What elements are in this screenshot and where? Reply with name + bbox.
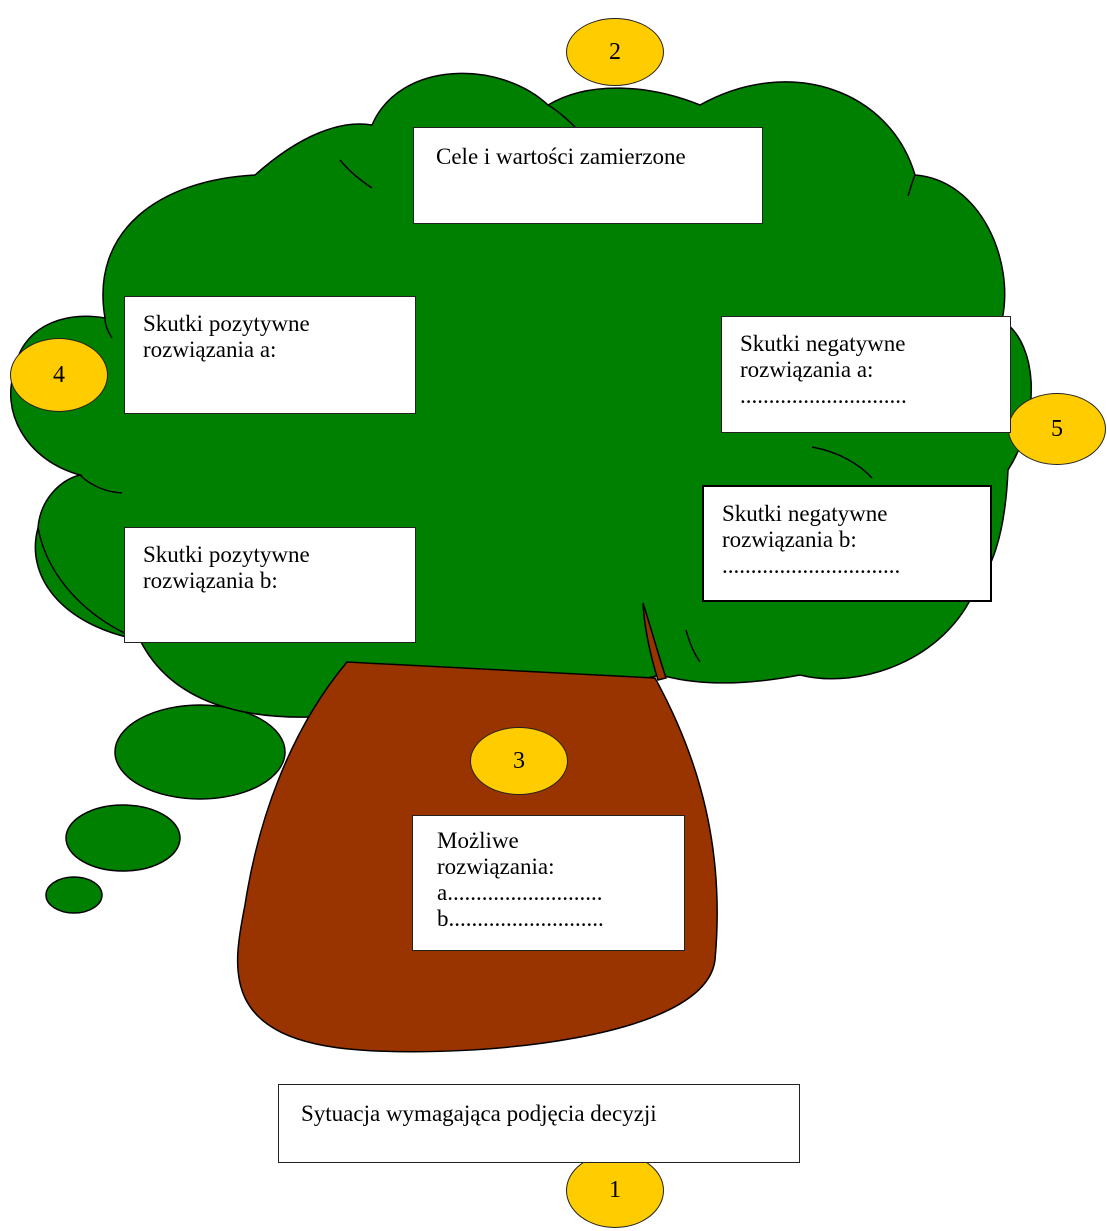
negative-effects-a-line-2: rozwiązania a: (740, 357, 874, 382)
badge-3: 3 (470, 727, 568, 795)
badge-1: 1 (566, 1153, 664, 1228)
possible-solutions-box: Możliwe rozwiązania: a..................… (412, 815, 685, 951)
negative-effects-a-box: Skutki negatywne rozwiązania a: ........… (721, 316, 1011, 433)
thought-bubble-medium (65, 804, 181, 872)
thought-bubble-small (45, 876, 103, 914)
foliage-contour-lower-left (37, 527, 141, 641)
positive-effects-b-line-2: rozwiązania b: (143, 568, 278, 593)
positive-effects-b-line-1: Skutki pozytywne (143, 542, 310, 567)
foliage-contour-left (104, 317, 113, 339)
situation-text: Sytuacja wymagająca podjęcia decyzji (301, 1101, 657, 1126)
thought-bubble-large (114, 704, 286, 800)
goals-box: Cele i wartości zamierzone (413, 127, 763, 224)
positive-effects-a-line-1: Skutki pozytywne (143, 311, 310, 336)
negative-effects-b-line-1: Skutki negatywne (722, 501, 888, 526)
positive-effects-a-box: Skutki pozytywne rozwiązania a: (124, 296, 416, 414)
positive-effects-b-box: Skutki pozytywne rozwiązania b: (124, 527, 416, 643)
foliage-contour-lower-right (685, 629, 701, 663)
foliage-contour-right-top (907, 174, 916, 197)
foliage-contour-left-mid (79, 474, 123, 494)
negative-effects-b-line-3: ............................... (722, 553, 901, 578)
positive-effects-a-line-2: rozwiązania a: (143, 337, 277, 362)
possible-solutions-line-b: b........................... (437, 906, 604, 931)
foliage-contour-right-mid (811, 446, 873, 479)
badge-4: 4 (10, 338, 108, 412)
negative-effects-a-line-1: Skutki negatywne (740, 331, 906, 356)
negative-effects-b-line-2: rozwiązania b: (722, 527, 857, 552)
situation-box: Sytuacja wymagająca podjęcia decyzji (278, 1084, 800, 1163)
possible-solutions-line-1: Możliwe (437, 828, 519, 853)
negative-effects-a-line-3: ............................. (740, 383, 907, 408)
possible-solutions-line-a: a........................... (437, 880, 603, 905)
tree-branch (642, 602, 667, 681)
badge-5: 5 (1008, 393, 1106, 465)
goals-text: Cele i wartości zamierzone (436, 144, 686, 169)
possible-solutions-line-2: rozwiązania: (437, 854, 555, 879)
badge-2: 2 (566, 18, 664, 86)
negative-effects-b-box: Skutki negatywne rozwiązania b: ........… (702, 485, 992, 602)
foliage-contour-top-left (339, 159, 373, 189)
